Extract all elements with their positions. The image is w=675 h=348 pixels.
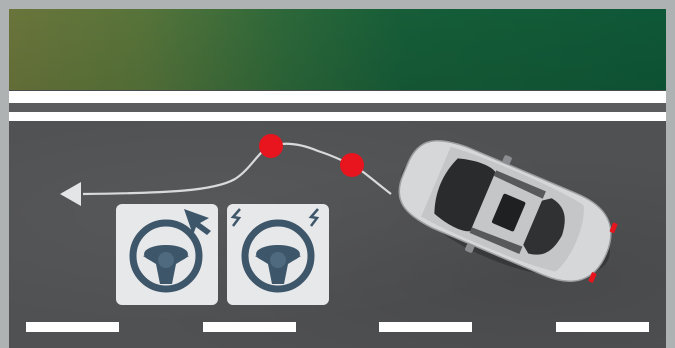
lane-departure-scene [9,9,666,348]
car-topdown-icon [9,9,666,348]
